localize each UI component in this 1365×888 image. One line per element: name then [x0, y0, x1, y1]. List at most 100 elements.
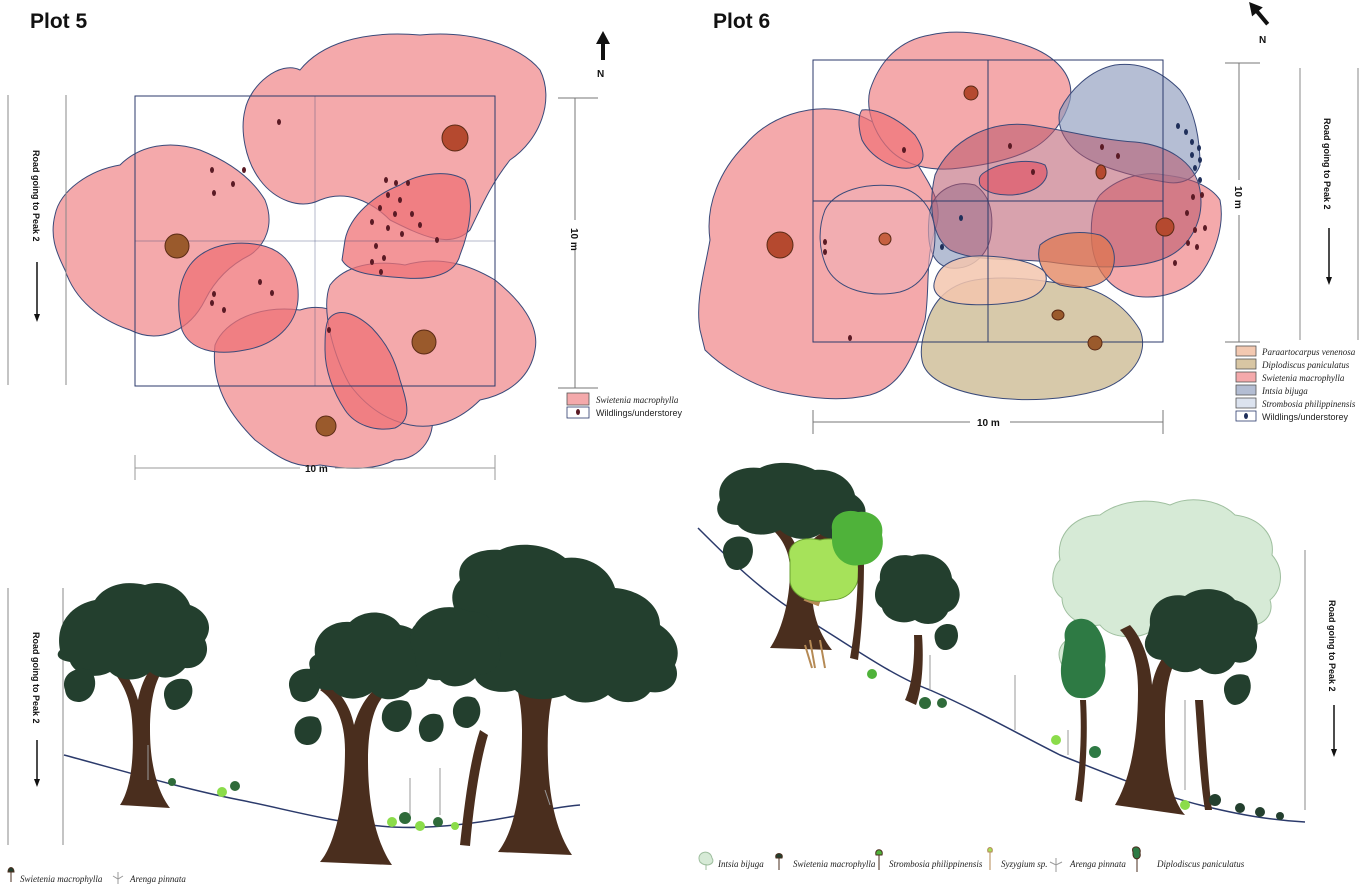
profile6-road-label: Road going to Peak 2 [1327, 600, 1337, 692]
legend-swatch [1235, 384, 1257, 396]
plot6-wildling [1197, 145, 1201, 151]
plot5-legend-label: Swietenia macrophylla [596, 395, 679, 405]
plot5-wildling [222, 307, 226, 313]
plot6-legend-label: Diplodiscus paniculatus [1261, 360, 1350, 370]
plot6-crown-paraartocarpus [933, 255, 1047, 306]
plot5-wildlings [210, 119, 439, 333]
plot5-wildling [370, 219, 374, 225]
plot5-boundary [134, 95, 496, 387]
profile5-tree-swietenia [57, 582, 210, 808]
plot6-legend-label: Strombosia philippinensis [1262, 399, 1356, 409]
plot5-wildling [435, 237, 439, 243]
plot6-title: Plot 6 [713, 10, 770, 33]
plot6-wildlings [823, 123, 1207, 341]
plot5-wildling [212, 291, 216, 297]
plot5-wildling [400, 231, 404, 237]
plot6-trunks [766, 85, 1175, 351]
plot5-wildling [406, 180, 410, 186]
plot6-wildling [1184, 129, 1188, 135]
plot5-wildling [379, 269, 383, 275]
plot6-wildling [1200, 192, 1204, 198]
profile6-legend-label: Strombosia philippinensis [889, 859, 983, 869]
legend-swatch [1235, 397, 1257, 409]
plot6-legend-label: Intsia bijuga [1261, 386, 1308, 396]
plot5-scale-horizontal [134, 455, 496, 480]
plot6-road-label: Road going to Peak 2 [1322, 118, 1332, 210]
plot5-wildling [393, 211, 397, 217]
tree-icon [698, 851, 714, 870]
legend-swatch [566, 392, 590, 406]
profile6-road: Road going to Peak 2 [1304, 550, 1337, 810]
legend-swatch [1235, 358, 1257, 370]
plot6-wildling [1195, 244, 1199, 250]
wildling-dot-icon [1244, 413, 1248, 419]
palm-icon [1049, 858, 1063, 872]
plot5-wildling [382, 255, 386, 261]
plot5-legend: Swietenia macrophylla Wildlings/understo… [566, 392, 683, 419]
plot6-trunk [878, 232, 892, 246]
plot5-crown-upper [242, 33, 547, 240]
plot6-wildling [1190, 139, 1194, 145]
palm-icon [112, 872, 124, 884]
plot5-canopy-overlap [178, 173, 471, 430]
tree-icon [7, 867, 15, 882]
plot5-wildling [270, 290, 274, 296]
profile6-tree-swietenia [875, 554, 960, 705]
plot5-north-arrow-icon: N [596, 31, 610, 80]
plot5-trunk [164, 233, 190, 259]
plot6-wildling [1198, 157, 1202, 163]
plot6-wildling [1008, 143, 1012, 149]
profile5-trees [57, 544, 678, 865]
plot5-wildling [384, 177, 388, 183]
plot6-wildling [1193, 165, 1197, 171]
plot5-trunk [411, 329, 437, 355]
plot5-road-label: Road going to Peak 2 [31, 150, 41, 242]
plot5-trunk [315, 415, 337, 437]
plot6-north-arrow-icon [1249, 1, 1270, 26]
plot5-wildling [386, 192, 390, 198]
plot6-wildling [1031, 169, 1035, 175]
plot6-wildling [1185, 210, 1189, 216]
plot5-wildling [370, 259, 374, 265]
plot6-wildling [1116, 153, 1120, 159]
plot6-trunk [1155, 217, 1175, 237]
arrow-down-icon [34, 314, 40, 322]
tree-icon [1132, 846, 1141, 872]
plot6-scale-vertical [1225, 62, 1260, 343]
plot6-wildling [1191, 194, 1195, 200]
profile6-understorey [867, 655, 1284, 820]
profile6-legend-label: Syzygium sp. [1001, 859, 1048, 869]
plot5-overlap-s [324, 312, 408, 430]
plot5-trunks [164, 124, 469, 437]
profile6-legend: Intsia bijuga Swietenia macrophylla Stro… [698, 846, 1245, 872]
profile5-panel: Road going to Peak 2 [7, 544, 678, 884]
profile5-legend-label: Swietenia macrophylla [20, 874, 103, 884]
plot6-wildling [848, 335, 852, 341]
plot6-wildling [823, 249, 827, 255]
plot6-legend-label: Swietenia macrophylla [1262, 373, 1345, 383]
profile6-legend-label: Diplodiscus paniculatus [1156, 859, 1245, 869]
plot6-trunk [1051, 309, 1065, 321]
plot6-canopy-paraartocarpus [933, 231, 1115, 306]
plot5-overlap-w [178, 242, 299, 353]
arrow-down-icon [34, 779, 40, 787]
legend-swatch [1235, 345, 1257, 357]
plot6-wildling [1190, 152, 1194, 158]
plot5-scale-h-label: 10 m [305, 464, 328, 475]
profile5-tree-swietenia [409, 544, 678, 855]
plot6-wildling [1203, 225, 1207, 231]
profile6-tree-diplodiscus [1060, 618, 1106, 802]
profile5-understorey [147, 745, 551, 831]
plot5-wildling [212, 190, 216, 196]
profile6-legend-label: Arenga pinnata [1069, 859, 1126, 869]
plot6-canopy-strombosia [819, 184, 936, 295]
plot6-scale-horizontal [812, 410, 1164, 434]
profile6-tree-swietenia [1115, 589, 1258, 815]
profile6-trees [717, 462, 1284, 820]
arrow-down-icon [1331, 749, 1337, 757]
plot5-canopy-swietenia [52, 33, 547, 469]
legend-swatch [1235, 371, 1257, 383]
plot5-wildling [231, 181, 235, 187]
plot5-scale-v-label: 10 m [568, 228, 579, 251]
